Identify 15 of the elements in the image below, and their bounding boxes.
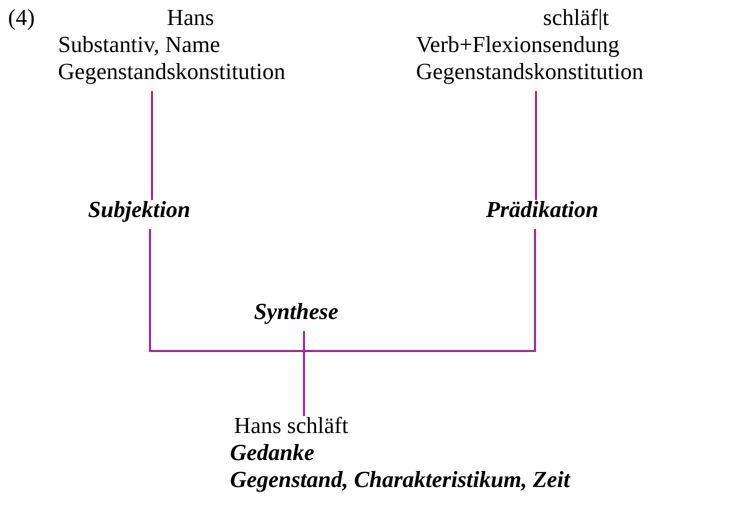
node-text: Gegenstandskonstitution [58, 58, 286, 85]
node-text: Gegenstandskonstitution [416, 58, 644, 85]
connector-line [151, 91, 153, 200]
node-text: Substantiv, Name [58, 31, 222, 58]
node-text: Gedanke [230, 439, 316, 466]
node-label: Synthese [254, 298, 340, 325]
node-text: Gegenstand, Charakteristikum, Zeit [230, 466, 572, 493]
node-label: Prädikation [486, 196, 600, 223]
example-number: (4) [8, 4, 35, 31]
node-label: Hans schläft [233, 412, 350, 439]
node-text: Verb+Flexionsendung [416, 31, 620, 58]
node-label: Subjektion [88, 196, 192, 223]
connector-line [535, 91, 537, 200]
node-label: Hans [166, 4, 216, 31]
node-label: schläf|t [542, 4, 610, 31]
